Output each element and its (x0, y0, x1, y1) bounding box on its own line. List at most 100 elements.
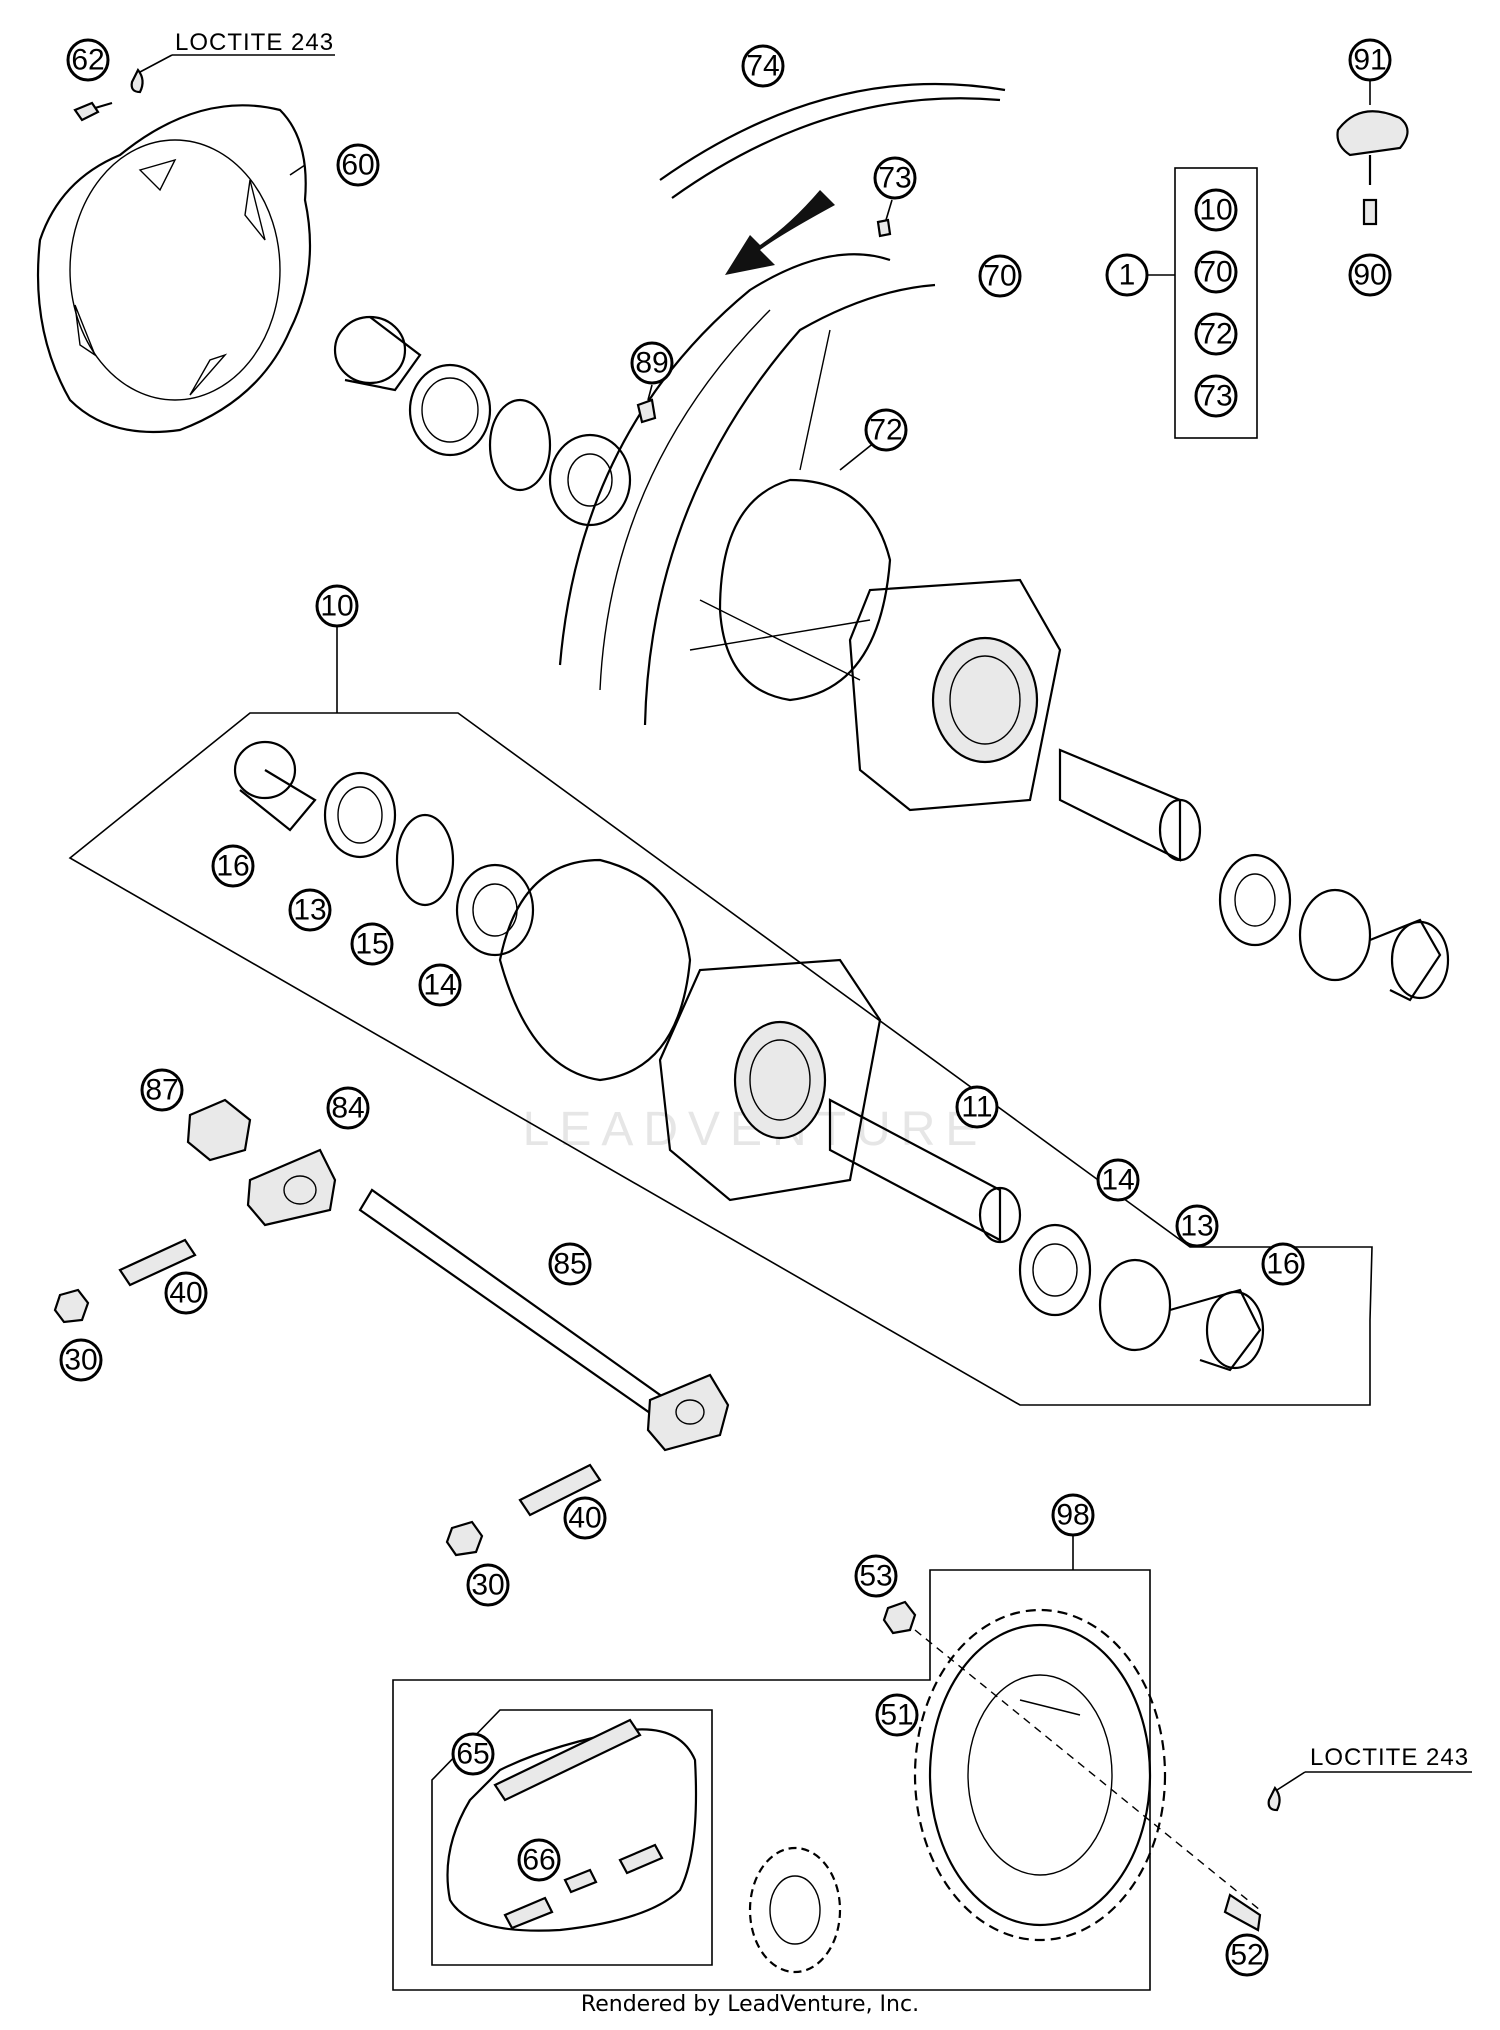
svg-text:84: 84 (331, 1092, 364, 1125)
callout-90: 90 (1348, 253, 1392, 297)
adjust-screw-40a (118, 1238, 197, 1287)
callout-16-right: 16 (1261, 1242, 1305, 1286)
callout-74: 74 (741, 44, 785, 88)
callout-1: 1 (1105, 253, 1149, 297)
svg-text:40: 40 (568, 1502, 601, 1535)
valve-cap-91 (1336, 110, 1409, 226)
rear-sprocket-51 (913, 1608, 1261, 1942)
svg-text:73: 73 (878, 162, 911, 195)
callout-14-left: 14 (418, 963, 462, 1007)
callout-16-left: 16 (211, 844, 255, 888)
disc-bolt-62 (73, 101, 113, 122)
nut-30a (53, 1288, 90, 1324)
svg-text:13: 13 (1180, 1210, 1213, 1243)
svg-text:65: 65 (456, 1738, 489, 1771)
callout-kit-70: 70 (1194, 250, 1238, 294)
callout-14-right: 14 (1096, 1158, 1140, 1202)
chain-box (431, 1709, 713, 1966)
callout-62: 62 (66, 38, 110, 82)
svg-text:10: 10 (1199, 194, 1232, 227)
svg-text:1: 1 (1119, 259, 1136, 292)
callout-73: 73 (873, 156, 917, 200)
chain-links-66 (503, 1843, 664, 1930)
sprocket-box-98 (392, 1569, 1151, 1991)
svg-text:14: 14 (1101, 1164, 1134, 1197)
svg-text:91: 91 (1353, 44, 1386, 77)
chain-65 (446, 1718, 698, 1932)
svg-text:30: 30 (471, 1569, 504, 1602)
hub-assembly-box-10 (68, 712, 1373, 1406)
nut-30b (445, 1520, 484, 1557)
axle-85 (358, 1188, 730, 1452)
callout-87: 87 (140, 1068, 184, 1112)
callout-91: 91 (1348, 38, 1392, 82)
callout-70: 70 (978, 254, 1022, 298)
svg-text:98: 98 (1056, 1499, 1089, 1532)
svg-text:51: 51 (880, 1699, 913, 1732)
svg-text:70: 70 (1199, 256, 1232, 289)
callout-kit-73: 73 (1194, 374, 1238, 418)
callout-30-upper: 30 (59, 1338, 103, 1382)
loctite-drop-bottom (1267, 1785, 1281, 1812)
leader-lines (289, 80, 1371, 1716)
svg-text:85: 85 (553, 1248, 586, 1281)
callout-53: 53 (854, 1554, 898, 1598)
valve-73 (876, 218, 892, 238)
svg-text:90: 90 (1353, 259, 1386, 292)
svg-text:40: 40 (169, 1277, 202, 1310)
svg-text:16: 16 (1266, 1248, 1299, 1281)
nut-53 (882, 1600, 917, 1635)
rotation-arrow (725, 190, 835, 275)
svg-text:72: 72 (869, 414, 902, 447)
loctite-label-bottom: LOCTITE 243 (1310, 1744, 1469, 1771)
callout-15: 15 (350, 922, 394, 966)
callout-51: 51 (875, 1693, 919, 1737)
svg-text:15: 15 (355, 928, 388, 961)
svg-text:30: 30 (64, 1344, 97, 1377)
svg-text:62: 62 (71, 44, 104, 77)
svg-text:89: 89 (635, 347, 668, 380)
chain-adjuster-84 (246, 1148, 337, 1227)
callout-11: 11 (955, 1085, 999, 1129)
callout-13-right: 13 (1175, 1204, 1219, 1248)
svg-text:13: 13 (293, 894, 326, 927)
upper-left-bearings (333, 315, 632, 527)
hub-assembly-parts (233, 740, 1265, 1372)
callout-10: 10 (315, 584, 359, 628)
svg-text:87: 87 (145, 1074, 178, 1107)
callout-13-left: 13 (288, 888, 332, 932)
callout-66: 66 (517, 1838, 561, 1882)
brake-disc-60 (36, 104, 312, 434)
callout-89: 89 (630, 341, 674, 385)
rim-70 (558, 253, 936, 726)
svg-text:53: 53 (859, 1560, 892, 1593)
callout-84: 84 (326, 1086, 370, 1130)
svg-text:14: 14 (423, 969, 456, 1002)
svg-text:72: 72 (1199, 318, 1232, 351)
callout-40-lower: 40 (563, 1496, 607, 1540)
callout-85: 85 (548, 1242, 592, 1286)
callout-65: 65 (451, 1732, 495, 1776)
loctite-drop-top (130, 67, 144, 94)
tire-segment-74 (659, 82, 1006, 199)
nipple-89 (636, 398, 657, 424)
svg-text:66: 66 (522, 1844, 555, 1877)
callout-98: 98 (1051, 1493, 1095, 1537)
front-sprocket (748, 1846, 842, 1974)
adjuster-nut-87 (186, 1098, 252, 1162)
callout-60: 60 (336, 143, 380, 187)
footer-credit: Rendered by LeadVenture, Inc. (580, 1992, 920, 2017)
svg-text:70: 70 (983, 260, 1016, 293)
svg-text:11: 11 (961, 1091, 992, 1124)
svg-text:10: 10 (320, 590, 353, 623)
svg-text:73: 73 (1199, 380, 1232, 413)
callout-52: 52 (1225, 1933, 1269, 1977)
spokes-72 (689, 329, 871, 681)
svg-text:52: 52 (1230, 1939, 1263, 1972)
callout-kit-72: 72 (1194, 312, 1238, 356)
loctite-label-top: LOCTITE 243 (175, 29, 334, 56)
callout-40-upper: 40 (164, 1271, 208, 1315)
callout-72: 72 (864, 408, 908, 452)
hub-upper (718, 478, 1062, 812)
